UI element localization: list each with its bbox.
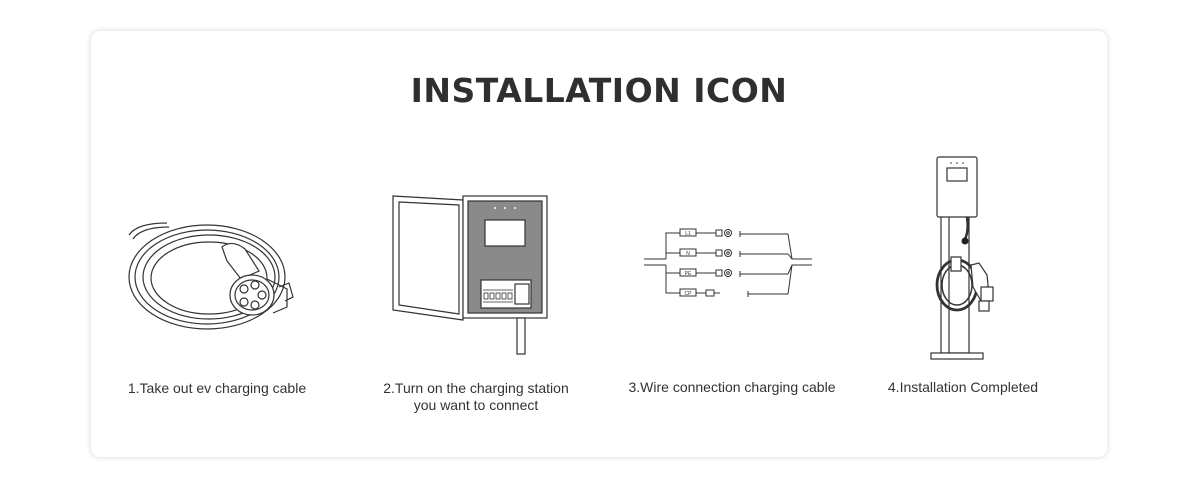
- wire-label-pe: PE: [685, 271, 692, 277]
- step-1-caption-text: 1.Take out ev charging cable: [127, 380, 307, 396]
- step-2: [391, 194, 551, 356]
- page-title: INSTALLATION ICON: [410, 71, 788, 110]
- step-2-caption-line2: you want to connect: [413, 397, 539, 413]
- step-4-caption-text: 4.Installation Completed: [887, 379, 1039, 395]
- step-1: [127, 217, 297, 335]
- wire-connection-icon: L1 N PE CP: [644, 228, 812, 297]
- step-3-caption: 3.Wire connection charging cable: [612, 379, 852, 396]
- step-2-caption-line1: 2.Turn on the charging station: [383, 380, 569, 396]
- wire-label-cp: CP: [685, 291, 693, 297]
- step-3-caption-text: 3.Wire connection charging cable: [628, 379, 836, 395]
- step-1-caption: 1.Take out ev charging cable: [117, 380, 317, 397]
- pedestal-charger-icon: [930, 156, 994, 360]
- installation-card: INSTALLATION ICON: [90, 30, 1108, 458]
- step-3: L1 N PE CP: [644, 225, 814, 299]
- step-4: [927, 155, 999, 363]
- wall-charging-station-icon: [392, 195, 548, 355]
- wire-label-l1: L1: [685, 231, 691, 237]
- wire-label-n: N: [686, 251, 690, 257]
- ev-charging-cable-icon: [128, 222, 294, 330]
- step-2-caption: 2.Turn on the charging station you want …: [361, 380, 591, 414]
- step-4-caption: 4.Installation Completed: [863, 379, 1063, 396]
